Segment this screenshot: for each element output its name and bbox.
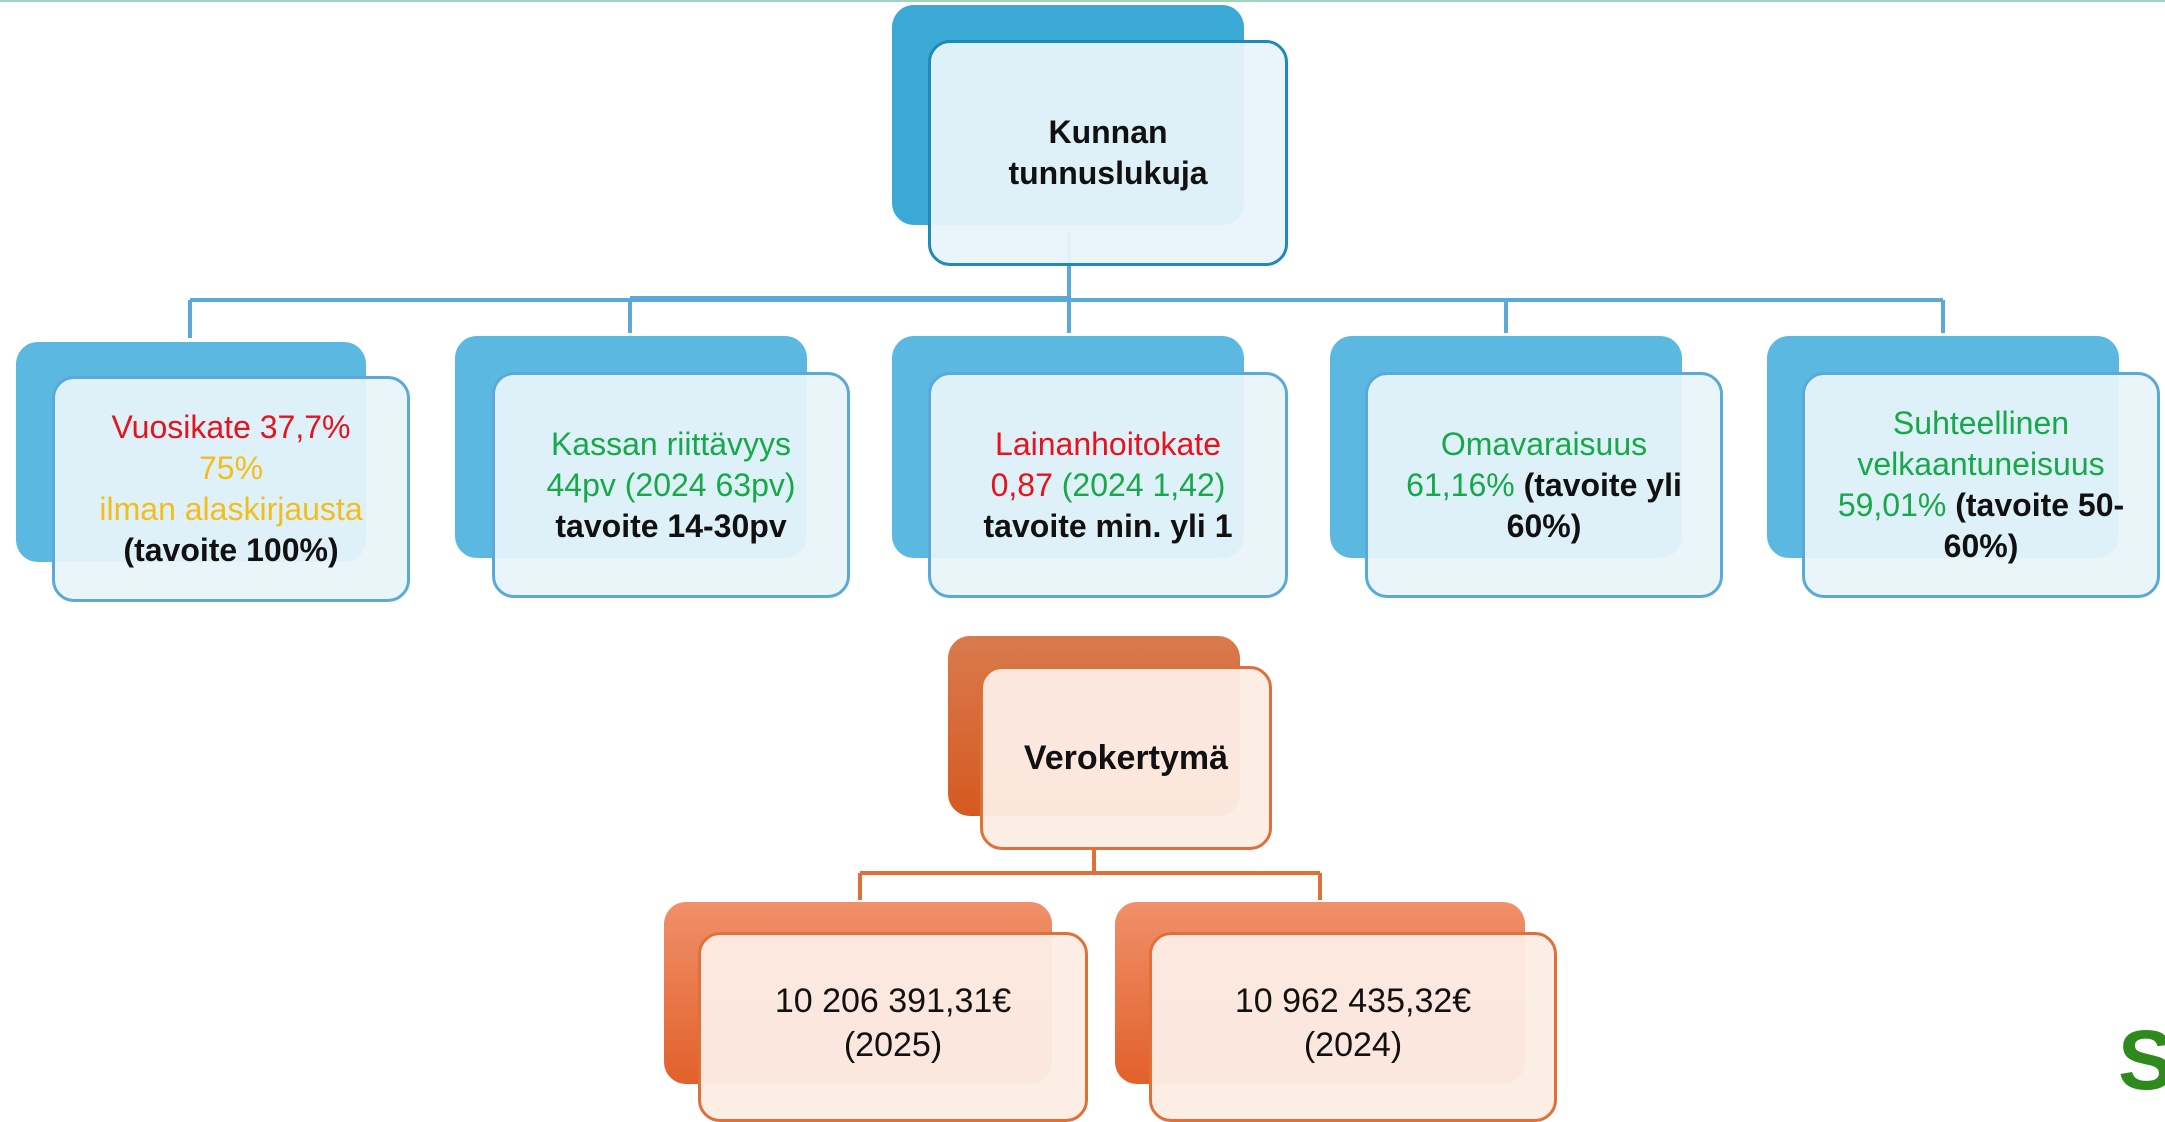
metric-line: Lainanhoitokate (995, 424, 1221, 465)
metric-text: Kassan riittävyys (550, 425, 792, 462)
metric-text: (tavoite yli (1523, 466, 1682, 503)
metric-text: (2024 1,42) (1061, 466, 1226, 503)
logo: SIE (2118, 1013, 2165, 1107)
metric-box-kassan-riittavyys: Kassan riittävyys 44pv (2024 63pv) tavoite… (492, 372, 850, 598)
metric-line: tavoite min. yli 1 (984, 506, 1233, 547)
tax-node-label: Verokertymä (1023, 738, 1229, 777)
top-node-line2: tunnuslukuja (1008, 155, 1208, 191)
metric-line: 59,01% (tavoite 50- (1838, 485, 2124, 526)
top-node-box: Kunnan tunnuslukuja (928, 40, 1288, 266)
metric-line: 0,87 (2024 1,42) (991, 465, 1226, 506)
metric-line: ilman alaskirjausta (99, 489, 362, 530)
tax-year-2024: (2024) (1303, 1026, 1403, 1064)
metric-line: Vuosikate 37,7% (112, 407, 351, 448)
metric-line: 75% (199, 448, 263, 489)
tax-year-2025: (2025) (843, 1026, 943, 1064)
metric-text: 59,01% (1837, 487, 1956, 523)
metric-text: 0,87 (990, 466, 1062, 503)
metric-text: Omavaraisuus (1440, 425, 1648, 462)
metric-line: Kassan riittävyys (551, 424, 791, 465)
tax-amount-2025: 10 206 391,31€ (774, 982, 1012, 1020)
metric-box-vuosikate: Vuosikate 37,7% 75% ilman alaskirjausta (ta… (52, 376, 410, 602)
tax-value-box-2025: 10 206 391,31€ (2025) (698, 932, 1088, 1122)
metric-text: 60%) (1506, 507, 1582, 544)
tax-amount-2024: 10 962 435,32€ (1234, 982, 1472, 1020)
metric-text: 61,16% (1406, 466, 1524, 503)
tax-value-box-2024: 10 962 435,32€ (2024) (1149, 932, 1557, 1122)
metric-text: Vuosikate 37,7% (111, 409, 351, 445)
metric-line: 60%) (1944, 526, 2019, 567)
top-divider (0, 0, 2165, 2)
metric-text: tavoite min. yli 1 (983, 507, 1233, 544)
metric-line: tavoite 14-30pv (555, 506, 786, 547)
metric-text: (tavoite 100%) (123, 532, 339, 568)
metric-text: 44pv (2024 63pv) (546, 466, 796, 503)
metric-line: 60%) (1507, 506, 1582, 547)
metric-line: 61,16% (tavoite yli (1406, 465, 1682, 506)
metric-line: velkaantuneisuus (1857, 444, 2104, 485)
metric-text: tavoite 14-30pv (555, 507, 787, 544)
metric-text: Lainanhoitokate (995, 425, 1221, 462)
top-node-line1: Kunnan (1048, 114, 1168, 150)
metric-line: (tavoite 100%) (123, 530, 338, 571)
metric-text: Suhteellinen (1892, 405, 2070, 441)
tax-node-box: Verokertymä (980, 666, 1272, 850)
metric-line: Omavaraisuus (1441, 424, 1647, 465)
metric-text: 75% (198, 450, 264, 486)
metric-text: velkaantuneisuus (1857, 446, 2105, 482)
metric-text: ilman alaskirjausta (99, 491, 363, 527)
metric-line: Suhteellinen (1893, 403, 2069, 444)
metric-line: 44pv (2024 63pv) (546, 465, 795, 506)
metric-text: 60%) (1943, 528, 2019, 564)
metric-text: (tavoite 50- (1955, 487, 2125, 523)
